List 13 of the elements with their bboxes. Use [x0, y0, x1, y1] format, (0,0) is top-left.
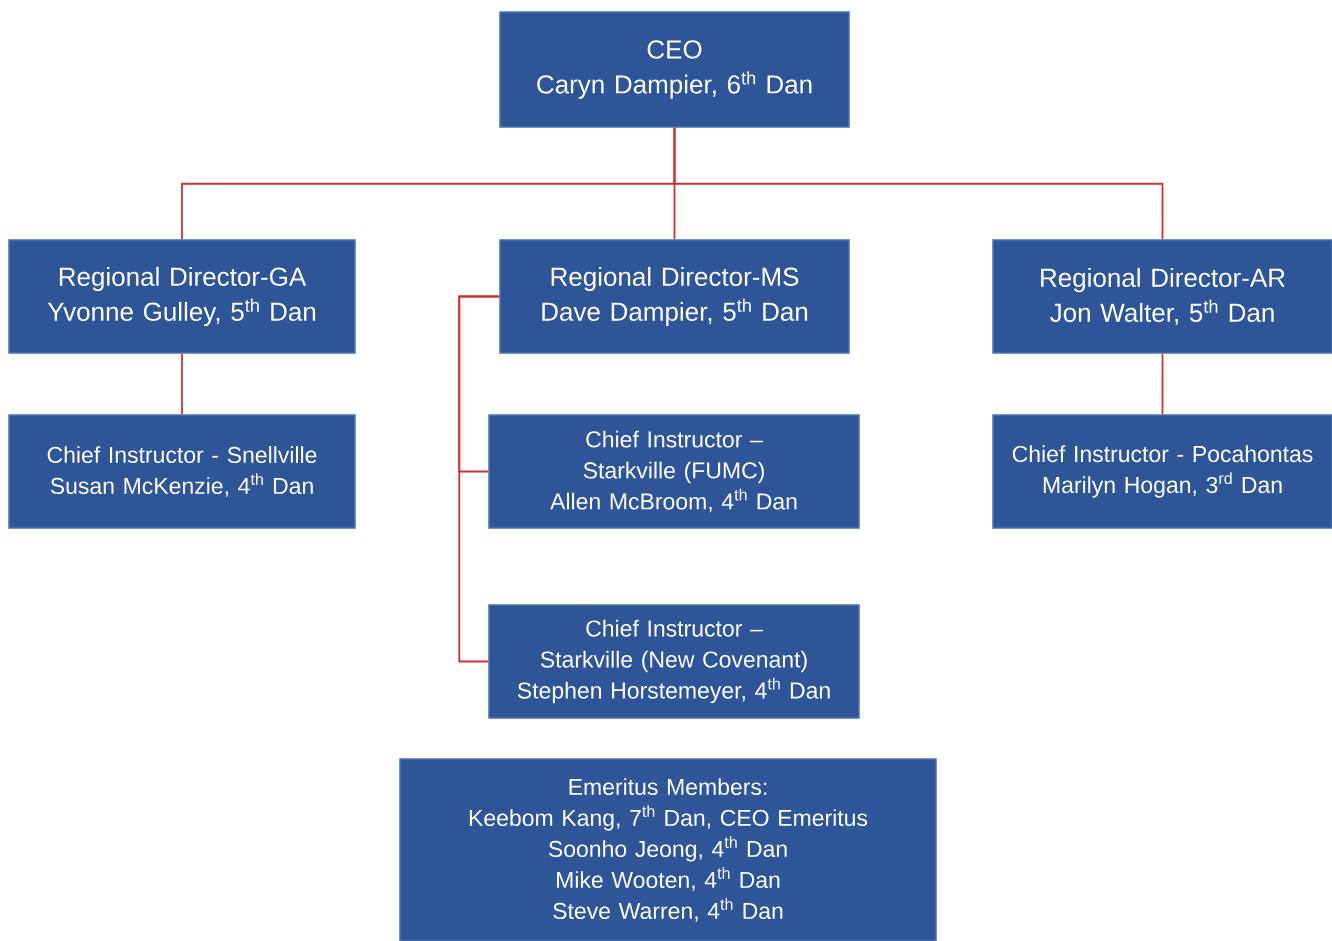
connector-line	[673, 126, 1164, 241]
org-box: Chief Instructor - Snellville Susan McKenzie, 4$^{th}$ Dan	[8, 414, 356, 529]
org-box: Emeritus Members: Keebom Kang, 7$^{th}$ Dan, CEO Emeritus Soonho Jeong, 4$^{th}$ Dan Mike Wooten, 4$^{th}$ Dan Steve Warren, 4$^{th}$ Dan	[399, 758, 937, 941]
org-box: Regional Director-GA Yvonne Gulley, 5$^{th}$ Dan	[8, 239, 356, 354]
org-box: Chief Instructor - Pocahontas Marilyn Hogan, 3$^{rd}$ Dan	[992, 414, 1332, 529]
org-box: Chief Instructor – Starkville (New Covenant) Stephen Horstemeyer, 4$^{th}$ Dan	[488, 604, 860, 719]
connector-line	[181, 352, 183, 416]
org-box: Regional Director-MS Dave Dampier, 5$^{th}$ Dan	[499, 239, 850, 354]
connector-line	[458, 295, 501, 663]
org-box: CEO Caryn Dampier, 6$^{th}$ Dan	[499, 11, 850, 128]
org-box: Chief Instructor – Starkville (FUMC) Allen McBroom, 4$^{th}$ Dan	[488, 414, 860, 529]
connector-line	[1161, 352, 1164, 416]
org-box: Regional Director-AR Jon Walter, 5$^{th}$ Dan	[992, 239, 1332, 354]
